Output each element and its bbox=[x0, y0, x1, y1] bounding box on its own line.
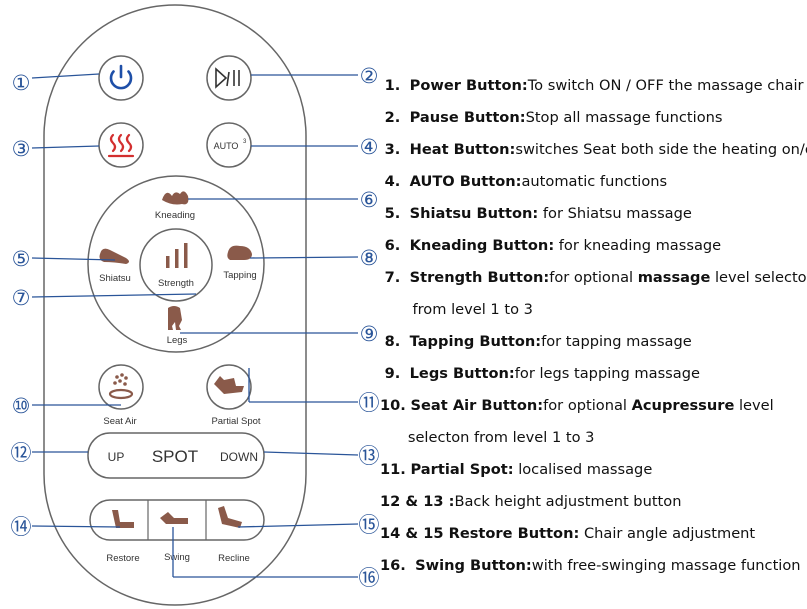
legend-item-12-13: 12 & 13 :Back height adjustment button bbox=[380, 493, 682, 510]
callout-15: ⑮ bbox=[359, 513, 380, 537]
heat-wave-icon bbox=[107, 133, 135, 158]
down-button[interactable]: DOWN bbox=[220, 450, 258, 464]
callout-8: ⑧ bbox=[360, 246, 379, 270]
power-icon bbox=[109, 64, 133, 90]
partial-spot-label: Partial Spot bbox=[211, 416, 260, 427]
swing-button[interactable] bbox=[160, 512, 188, 524]
legend-item-6: 6. Kneading Button: for kneading massage bbox=[384, 237, 722, 254]
callout-9: ⑨ bbox=[360, 322, 379, 346]
tapping-label: Tapping bbox=[223, 270, 256, 281]
strength-bars-icon bbox=[166, 243, 188, 268]
legend-item-7: 7. Strength Button:for optional massage … bbox=[384, 269, 807, 286]
callout-14: ⑭ bbox=[11, 515, 32, 539]
heat-button[interactable] bbox=[98, 122, 144, 168]
tapping-fist-icon bbox=[227, 245, 252, 260]
auto-button[interactable]: AUTO 3 bbox=[206, 122, 252, 168]
legend-item-4: 4. AUTO Button:automatic functions bbox=[384, 173, 668, 190]
swing-label: Swing bbox=[164, 552, 190, 563]
power-button[interactable] bbox=[98, 55, 144, 101]
spot-label: SPOT bbox=[152, 447, 198, 466]
legend-item-9: 9. Legs Button:for legs tapping massage bbox=[384, 365, 700, 382]
legs-button[interactable]: Legs bbox=[167, 306, 188, 346]
legend-item-14-15: 14 & 15 Restore Button: Chair angle adju… bbox=[380, 525, 756, 542]
callout-10: ⑩ bbox=[12, 394, 31, 418]
callout-13: ⑬ bbox=[359, 444, 380, 468]
restore-label: Restore bbox=[106, 553, 139, 564]
seat-air-icon bbox=[108, 373, 134, 400]
restore-chair-icon bbox=[112, 510, 134, 528]
callout-3: ③ bbox=[12, 137, 31, 161]
legend-item-10-cont: selecton from level 1 to 3 bbox=[407, 429, 595, 446]
kneading-button[interactable]: Kneading bbox=[155, 191, 195, 221]
legend-item-8: 8. Tapping Button:for tapping massage bbox=[384, 333, 692, 350]
legs-icon bbox=[168, 306, 182, 330]
leader-lines bbox=[31, 73, 359, 578]
strength-label: Strength bbox=[158, 278, 194, 289]
legend-item-7-cont: from level 1 to 3 bbox=[412, 301, 533, 318]
callout-11: ⑪ bbox=[359, 391, 380, 415]
legend-item-5: 5. Shiatsu Button: for Shiatsu massage bbox=[384, 205, 692, 222]
callout-6: ⑥ bbox=[360, 188, 379, 212]
callout-4: ④ bbox=[360, 135, 379, 159]
play-pause-icon bbox=[215, 67, 240, 89]
legend-item-1: 1. Power Button:To switch ON / OFF the m… bbox=[384, 77, 804, 94]
callout-16: ⑯ bbox=[359, 566, 380, 590]
partial-spot-chair-icon bbox=[214, 376, 244, 394]
strength-button[interactable]: Strength bbox=[139, 228, 213, 302]
callout-1: ① bbox=[12, 71, 31, 95]
auto-label: AUTO bbox=[214, 141, 239, 151]
spot-bar bbox=[87, 432, 265, 479]
legend-item-16: 16. Swing Button:with free-swinging mass… bbox=[380, 557, 801, 574]
callout-5: ⑤ bbox=[12, 247, 31, 271]
kneading-hands-icon bbox=[162, 191, 189, 205]
kneading-label: Kneading bbox=[155, 210, 195, 221]
seat-air-button[interactable]: Seat Air bbox=[98, 364, 144, 427]
restore-button[interactable] bbox=[112, 510, 134, 528]
recline-label: Recline bbox=[218, 553, 250, 564]
legend-item-10: 10. Seat Air Button:for optional Acupres… bbox=[380, 397, 774, 414]
up-button[interactable]: UP bbox=[108, 450, 125, 464]
play-pause-button[interactable] bbox=[206, 55, 252, 101]
legend-item-11: 11. Partial Spot: localised massage bbox=[380, 461, 653, 478]
tapping-button[interactable]: Tapping bbox=[223, 245, 257, 281]
legend-item-2: 2. Pause Button:Stop all massage functio… bbox=[384, 109, 723, 126]
shiatsu-label: Shiatsu bbox=[99, 273, 131, 284]
partial-spot-button[interactable]: Partial Spot bbox=[206, 364, 261, 427]
callout-7: ⑦ bbox=[12, 286, 31, 310]
callout-2: ② bbox=[360, 64, 379, 88]
auto-superscript: 3 bbox=[243, 139, 247, 145]
recline-button[interactable] bbox=[218, 506, 242, 528]
recline-chair-icon bbox=[218, 506, 242, 528]
callout-12: ⑫ bbox=[11, 441, 32, 465]
legs-label: Legs bbox=[167, 335, 188, 346]
swing-chair-icon bbox=[160, 512, 188, 524]
seat-air-label: Seat Air bbox=[103, 416, 136, 427]
legend-item-3: 3. Heat Button:switches Seat both side t… bbox=[384, 141, 807, 158]
